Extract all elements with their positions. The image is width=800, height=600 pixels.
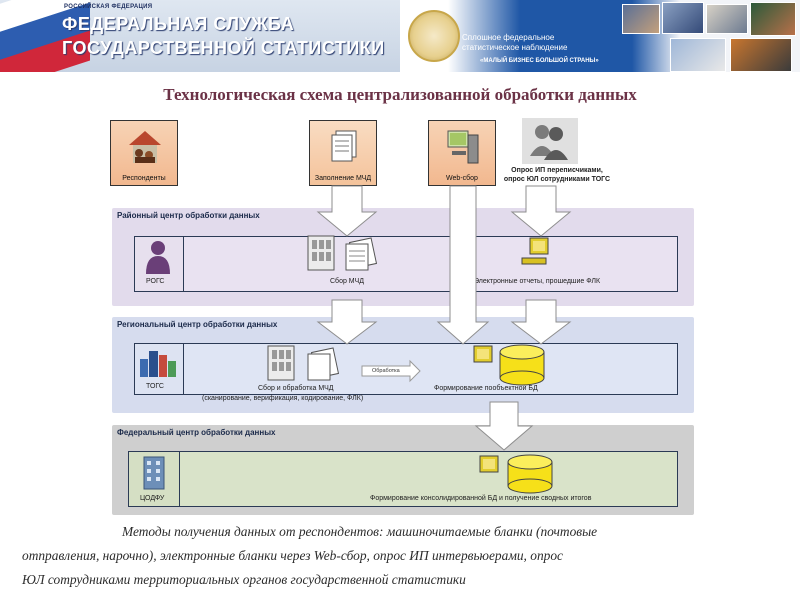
census-title-line1: Сплошное федеральное: [462, 33, 555, 42]
census-title-line2: статистическое наблюдение: [462, 43, 568, 52]
interviewers-icon: [522, 118, 578, 164]
photo-image: [622, 4, 660, 34]
rosstat-banner: РОССИЙСКАЯ ФЕДЕРАЦИЯ ФЕДЕРАЛЬНАЯ СЛУЖБА …: [0, 0, 400, 72]
building-icon: [143, 456, 165, 490]
district-title: Районный центр обработки данных: [117, 211, 260, 220]
caption-line3: ЮЛ сотрудниками территориальных органов …: [22, 572, 466, 587]
forms-icon: [331, 130, 357, 162]
federal-database-icon: [479, 454, 553, 494]
district-band: Районный центр обработки данных РОГС Сбо…: [112, 208, 694, 306]
mcd-fill-label: Заполнение МЧД: [314, 175, 372, 182]
federal-band: Федеральный центр обработки данных ЦОДФУ…: [112, 425, 694, 515]
object-db-label: Формирование пообъектной БД: [434, 385, 538, 392]
rogs-label: РОГС: [146, 278, 165, 285]
mcd-fill-box: Заполнение МЧД: [309, 120, 377, 186]
regional-process-sublabel: (сканирование, верификация, кодирование,…: [202, 395, 364, 402]
photo-image: [730, 38, 792, 72]
arrow-survey-to-district: [510, 185, 572, 237]
federal-title: Федеральный центр обработки данных: [117, 428, 276, 437]
forms-stack-icon: [307, 235, 378, 271]
caption-line1: Методы получения данных от респондентов:…: [122, 524, 598, 539]
caption: Методы получения данных от респондентов:…: [22, 520, 782, 592]
district-computer-icon: [521, 237, 549, 265]
arrow-district-to-regional: [316, 299, 378, 345]
caption-line2: отправления, нарочно), электронные бланк…: [22, 548, 563, 563]
respondents-label: Респонденты: [122, 175, 166, 182]
census-banner: Сплошное федеральное статистическое набл…: [400, 0, 800, 72]
collect-mcd-label: Сбор МЧД: [330, 278, 364, 285]
togs-label: ТОГС: [146, 383, 164, 390]
page-title: Технологическая схема централизованной о…: [163, 85, 637, 104]
web-box: Web-сбор: [428, 120, 496, 186]
photo-image: [670, 38, 726, 72]
regional-title: Региональный центр обработки данных: [117, 320, 278, 329]
regional-process-label: Сбор и обработка МЧД: [258, 385, 334, 392]
header: РОССИЙСКАЯ ФЕДЕРАЦИЯ ФЕДЕРАЛЬНАЯ СЛУЖБА …: [0, 0, 800, 72]
census-emblem-icon: [408, 10, 460, 62]
district-inner: [134, 236, 678, 292]
city-icon: [140, 351, 176, 377]
consolidated-db-label: Формирование консолидированной БД и полу…: [370, 495, 592, 502]
survey-label-line1: Опрос ИП переписчиками,: [511, 167, 603, 174]
agency-name-line2: ГОСУДАРСТВЕННОЙ СТАТИСТИКИ: [62, 38, 385, 58]
regional-band: Региональный центр обработки данных ТОГС…: [112, 317, 694, 413]
census-slogan: «МАЛЫЙ БИЗНЕС БОЛЬШОЙ СТРАНЫ»: [480, 58, 599, 64]
survey-label-line2: опрос ЮЛ сотрудниками ТОГС: [503, 176, 611, 183]
arrow-regional-to-federal: [474, 401, 534, 451]
computer-icon: [447, 130, 479, 164]
processing-arrow: [361, 359, 421, 383]
electronic-reports-label: Электронные отчеты, прошедшие ФЛК: [474, 278, 601, 285]
web-label: Web-сбор: [446, 175, 478, 182]
federal-inner: [128, 451, 678, 507]
arrow-mcd-to-district: [316, 185, 378, 237]
people-house-icon: [129, 131, 161, 163]
cofu-label: ЦОДФУ: [140, 495, 165, 502]
photo-image: [662, 2, 704, 34]
photo-image: [750, 2, 796, 36]
regional-database-icon: [473, 344, 545, 386]
person-icon: [146, 241, 170, 274]
arrow-web-to-regional: [436, 185, 490, 345]
regional-forms-icon: [267, 345, 340, 381]
agency-name-line1: ФЕДЕРАЛЬНАЯ СЛУЖБА: [62, 14, 295, 34]
processing-arrow-label: Обработка: [372, 368, 401, 374]
respondents-box: Респонденты: [110, 120, 178, 186]
arrow-electronic-to-regional: [510, 299, 572, 345]
country-label: РОССИЙСКАЯ ФЕДЕРАЦИЯ: [64, 4, 153, 10]
photo-image: [706, 4, 748, 34]
